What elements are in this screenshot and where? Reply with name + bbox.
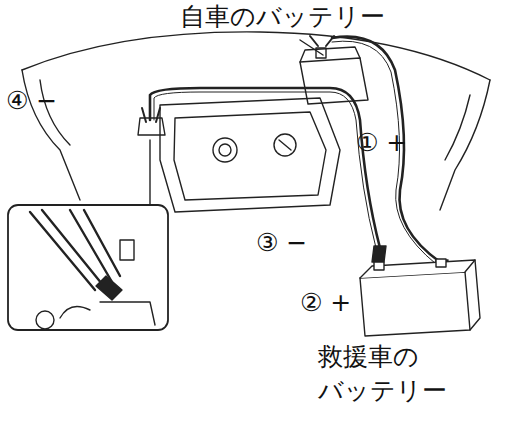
callout-number: ② +: [300, 288, 351, 318]
leader-line: [300, 40, 323, 55]
clamp: [142, 108, 160, 122]
part-label: 自車のバッテリー: [180, 2, 385, 32]
callout-number: ③ −: [256, 228, 307, 258]
rescue-terminal: [374, 262, 384, 270]
inset-bolt: [120, 240, 134, 260]
engine-cover: [160, 98, 340, 212]
rescue-terminal: [436, 259, 446, 267]
hood-edge: [22, 32, 490, 80]
filler-cap-mark: [279, 140, 291, 150]
own-battery-top: [300, 47, 360, 62]
rescue-battery-top: [360, 260, 475, 278]
oil-cap: [213, 138, 237, 162]
callout-number: ① +: [356, 128, 407, 158]
jumper-cable-edge: [332, 41, 436, 264]
ground-bracket: [138, 118, 165, 135]
clamp: [310, 36, 334, 46]
inset-frame: [8, 205, 168, 330]
inset-bracket: [60, 302, 155, 325]
rescue-battery: [360, 272, 470, 336]
callout-number: ④ −: [6, 86, 57, 116]
engine-cover-inner: [174, 112, 326, 200]
clamp: [372, 246, 386, 262]
inset-clamp: [96, 276, 122, 300]
jumper-cable: [332, 37, 440, 262]
own-battery: [300, 58, 368, 104]
inset-cable: [70, 210, 120, 282]
jumper-cable-edge: [154, 92, 376, 248]
rescue-battery-side: [470, 260, 480, 330]
inset-cap: [36, 311, 54, 329]
right-fender: [440, 80, 490, 210]
jumper-cable: [150, 88, 380, 248]
inset-leader: [149, 140, 150, 205]
right-inner: [445, 95, 470, 160]
filler-cap: [274, 134, 296, 156]
oil-cap-inner: [219, 144, 231, 156]
part-label: 救援車の バッテリー: [318, 340, 468, 408]
